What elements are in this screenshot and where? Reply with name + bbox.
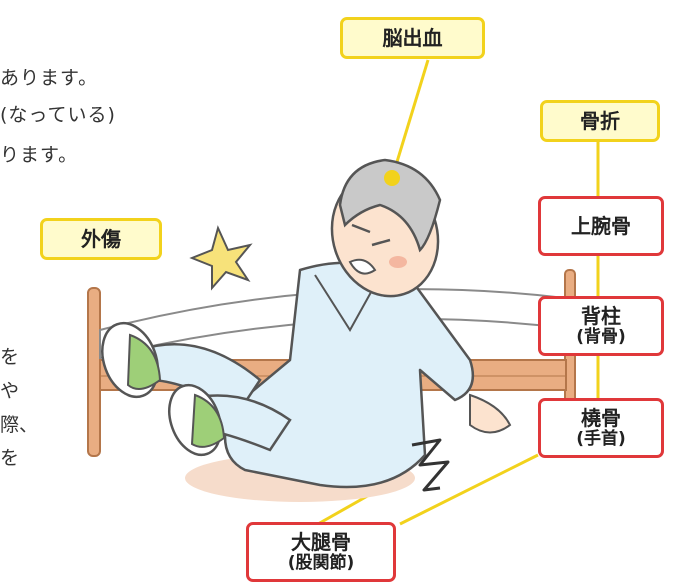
side-line-1: を xyxy=(0,346,20,368)
intro-line-1: あります。 xyxy=(0,67,99,89)
spine-label: 背柱 (背骨) xyxy=(538,296,664,356)
impact-star-icon xyxy=(189,225,253,291)
pajama-body xyxy=(138,261,512,489)
slippers xyxy=(101,321,226,457)
femur-subtext: (股関節) xyxy=(287,552,355,573)
radius-text: 橈骨 xyxy=(581,406,621,431)
humerus-text: 上腕骨 xyxy=(571,213,631,238)
femur-label: 大腿骨 (股関節) xyxy=(246,522,396,582)
side-line-4: を xyxy=(0,447,20,469)
humerus-label: 上腕骨 xyxy=(538,196,664,256)
trauma-label: 外傷 xyxy=(40,218,162,260)
brain-hemorrhage-label: 脳出血 xyxy=(340,17,485,59)
side-line-2: や xyxy=(0,380,20,402)
brain-hemorrhage-text: 脳出血 xyxy=(382,25,443,50)
femur-text: 大腿骨 xyxy=(291,530,351,555)
fracture-label: 骨折 xyxy=(540,100,660,142)
trauma-text: 外傷 xyxy=(81,226,121,251)
intro-line-3: ります。 xyxy=(0,144,79,166)
side-line-3: 際、 xyxy=(0,414,30,436)
impact-zigzag-icon xyxy=(411,438,450,492)
head xyxy=(330,158,442,298)
intro-line-2: (なっている) xyxy=(0,104,116,126)
radius-subtext: (手首) xyxy=(576,428,626,449)
spine-subtext: (背骨) xyxy=(576,326,626,347)
fracture-text: 骨折 xyxy=(580,108,620,133)
radius-label: 橈骨 (手首) xyxy=(538,398,664,458)
spine-text: 背柱 xyxy=(581,304,621,329)
